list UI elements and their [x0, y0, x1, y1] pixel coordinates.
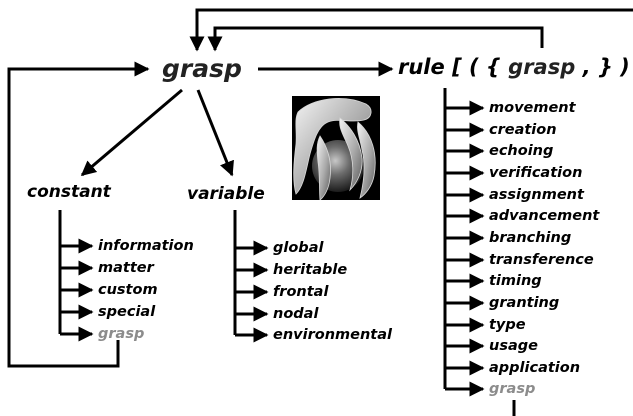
rule-label: rule [ ( { grasp , } ) ] [398, 57, 633, 78]
constant-item: special [98, 304, 156, 320]
rule-item: echoing [489, 143, 554, 159]
rule-item: movement [489, 100, 576, 116]
variable-item: heritable [273, 262, 348, 278]
rule-item: assignment [489, 187, 584, 203]
rule-inner-grasp: grasp [508, 55, 576, 79]
claw-grasping-sphere-image [292, 96, 380, 200]
rule-item: branching [489, 230, 572, 246]
loop-top-inner [207, 26, 544, 52]
arrow-grasp-to-variable [196, 89, 234, 177]
arrow-grasp-to-constant [80, 88, 183, 177]
rule-item: usage [489, 338, 538, 354]
rule-item: transference [489, 252, 594, 268]
variable-label: variable [187, 184, 265, 204]
constant-item-grasp: grasp [98, 326, 145, 342]
rule-item: advancement [489, 208, 600, 224]
loop-left [7, 61, 150, 368]
rule-keyword: rule [398, 55, 445, 79]
rule-item: application [489, 360, 581, 376]
constant-label: constant [27, 182, 111, 202]
rule-close-brackets: , } ) ] [582, 55, 633, 79]
rule-item-grasp: grasp [489, 381, 536, 397]
root-label: grasp [162, 54, 242, 83]
rule-item: timing [489, 273, 542, 289]
constant-item: information [98, 238, 194, 254]
variable-item: nodal [273, 306, 319, 322]
variable-item: environmental [273, 327, 392, 343]
rule-item: verification [489, 165, 583, 181]
constant-item: custom [98, 282, 158, 298]
rule-item: type [489, 317, 526, 333]
rule-item: creation [489, 122, 557, 138]
variable-item: global [273, 240, 324, 256]
loop-top-outer [189, 8, 633, 52]
rule-item: granting [489, 295, 560, 311]
constant-item: matter [98, 260, 154, 276]
variable-item: frontal [273, 284, 329, 300]
rule-open-brackets: [ ( { [452, 55, 501, 79]
